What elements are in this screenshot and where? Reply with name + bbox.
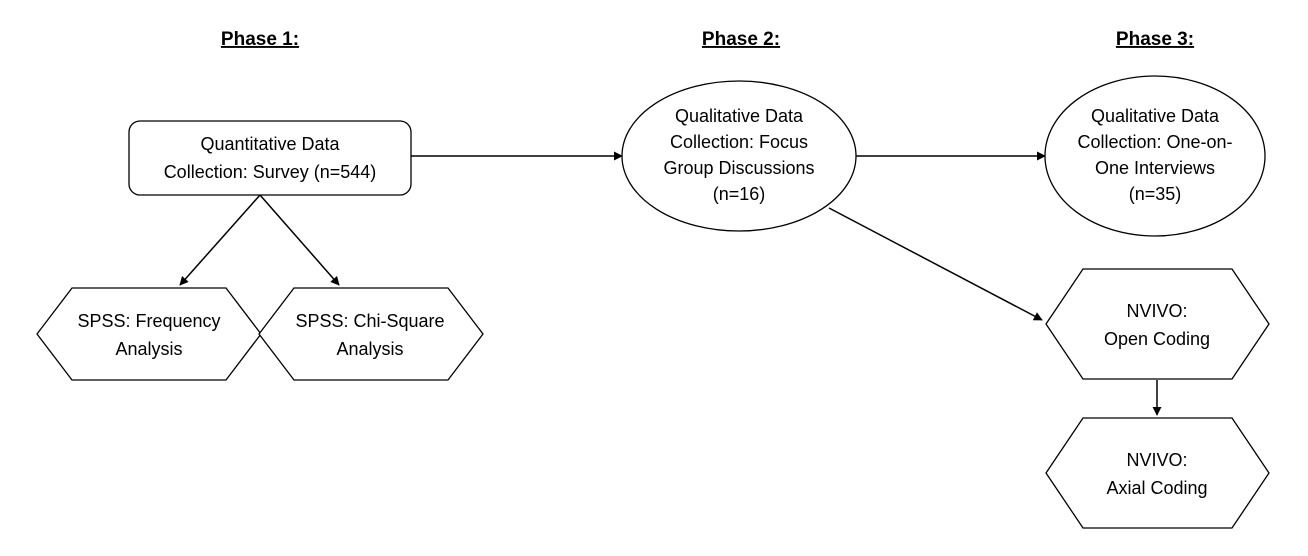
node-survey: Quantitative Data Collection: Survey (n=…: [128, 120, 412, 196]
edge-survey-to-chisquare: [259, 194, 340, 286]
focus-label-line-3: Group Discussions: [663, 158, 814, 178]
frequency-label-line-1: SPSS: Frequency: [77, 311, 220, 331]
open-coding-label-line-2: Open Coding: [1104, 329, 1210, 349]
survey-label-line-1: Quantitative Data: [200, 134, 340, 154]
edges: [179, 151, 1162, 416]
phase-2-title: Phase 2:: [702, 29, 780, 50]
phase-3-title: Phase 3:: [1116, 29, 1194, 50]
axial-coding-label-line-1: NVIVO:: [1126, 450, 1187, 470]
node-interviews: Qualitative Data Collection: One-on- One…: [1044, 75, 1266, 237]
focus-label-line-1: Qualitative Data: [675, 106, 804, 126]
chi-square-hexagon: [258, 287, 484, 381]
open-coding-hexagon: [1045, 268, 1270, 380]
node-spss-frequency: SPSS: Frequency Analysis: [36, 287, 262, 381]
interviews-label-line-1: Qualitative Data: [1091, 106, 1220, 126]
open-coding-label-line-1: NVIVO:: [1126, 301, 1187, 321]
survey-label-line-2: Collection: Survey (n=544): [164, 162, 377, 182]
chi-square-label-line-2: Analysis: [336, 339, 403, 359]
axial-coding-hexagon: [1045, 417, 1270, 529]
interviews-ellipse: [1044, 75, 1266, 237]
survey-box: [128, 120, 412, 196]
focus-label-line-4: (n=16): [713, 184, 766, 204]
frequency-label-line-2: Analysis: [115, 339, 182, 359]
node-nvivo-open-coding: NVIVO: Open Coding: [1045, 268, 1270, 380]
interviews-label-line-3: One Interviews: [1095, 158, 1215, 178]
edge-survey-to-frequency: [179, 194, 261, 286]
edge-focus-to-open-coding: [828, 207, 1043, 321]
frequency-hexagon: [36, 287, 262, 381]
phase-1-title: Phase 1:: [221, 29, 299, 50]
axial-coding-label-line-2: Axial Coding: [1106, 478, 1207, 498]
node-focus-group: Qualitative Data Collection: Focus Group…: [621, 80, 857, 232]
focus-label-line-2: Collection: Focus: [670, 132, 808, 152]
node-spss-chi-square: SPSS: Chi-Square Analysis: [258, 287, 484, 381]
interviews-label-line-2: Collection: One-on-: [1077, 132, 1232, 152]
focus-group-ellipse: [621, 80, 857, 232]
chi-square-label-line-1: SPSS: Chi-Square: [295, 311, 444, 331]
node-nvivo-axial-coding: NVIVO: Axial Coding: [1045, 417, 1270, 529]
interviews-label-line-4: (n=35): [1129, 184, 1182, 204]
